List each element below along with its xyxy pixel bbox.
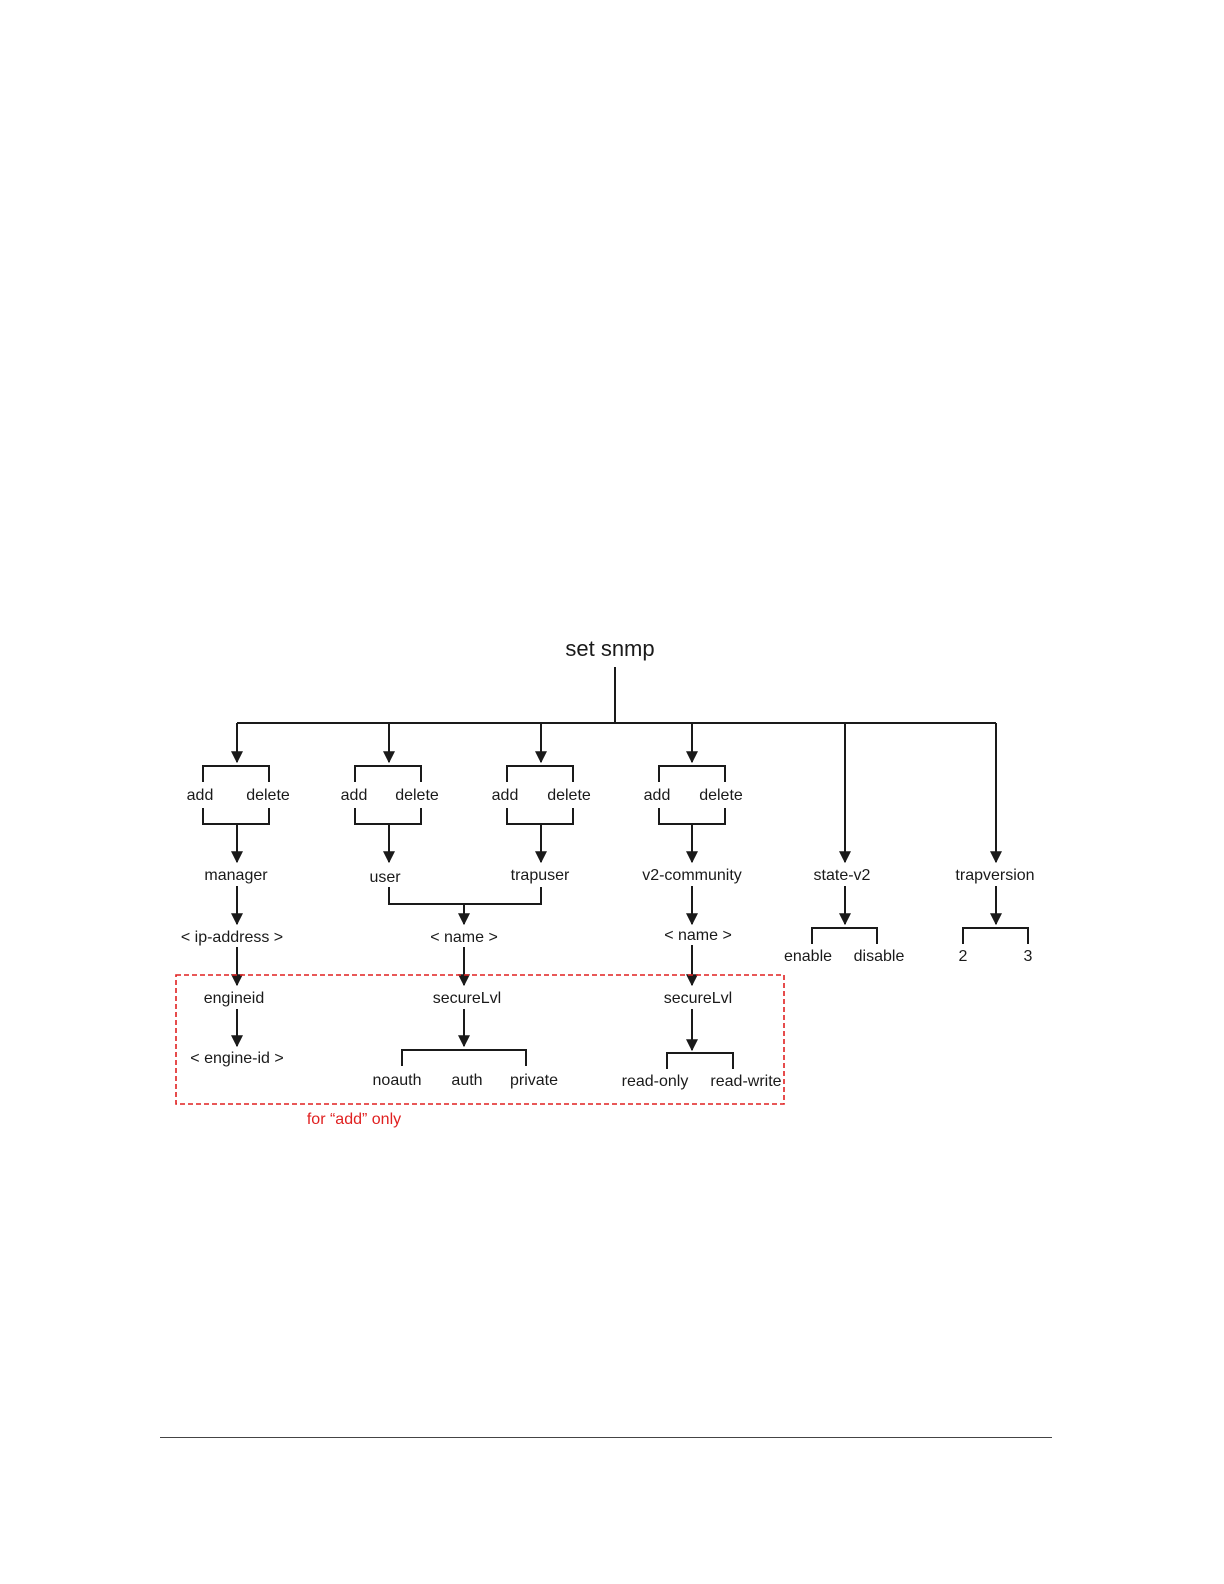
value-disable: disable (854, 948, 905, 965)
values-bracket (812, 928, 877, 944)
branch-user: add delete user (341, 766, 439, 886)
ops-bracket-bottom (507, 808, 573, 824)
ops-bracket-top (355, 766, 421, 782)
value-read-only: read-only (622, 1073, 689, 1090)
op-delete-label: delete (395, 787, 439, 804)
keyword-engineid: engineid (204, 990, 265, 1007)
op-add-label: add (187, 787, 214, 804)
values-bracket (963, 928, 1028, 944)
arg-name: < name > (664, 927, 732, 944)
value-read-write: read-write (710, 1073, 781, 1090)
branch-community: add delete v2-community < name > secureL… (622, 766, 782, 1090)
branch-state: state-v2 enable disable (784, 867, 904, 965)
arg-name: < name > (430, 929, 498, 946)
op-delete-label: delete (699, 787, 743, 804)
value-enable: enable (784, 948, 832, 965)
merge-bracket (389, 887, 541, 904)
op-add-label: add (341, 787, 368, 804)
keyword-securelvl: secureLvl (664, 990, 732, 1007)
branch-trapuser: add delete trapuser (492, 766, 591, 884)
branch-shared-name: < name > secureLvl noauth auth private (373, 887, 559, 1089)
ops-bracket-bottom (659, 808, 725, 824)
keyword-user: user (369, 869, 401, 886)
ops-bracket-top (507, 766, 573, 782)
op-add-label: add (644, 787, 671, 804)
keyword-manager: manager (204, 867, 268, 884)
add-only-note: for “add” only (307, 1111, 401, 1128)
value-auth: auth (451, 1072, 482, 1089)
values-bracket (667, 1053, 733, 1069)
values-bracket (402, 1050, 526, 1066)
keyword-trapuser: trapuser (511, 867, 570, 884)
branch-manager: add delete manager < ip-address > engine… (181, 766, 290, 1067)
keyword-securelvl: secureLvl (433, 990, 501, 1007)
keyword-v2-community: v2-community (642, 867, 742, 884)
arg-engine-id: < engine-id > (190, 1050, 283, 1067)
arg-ip-address: < ip-address > (181, 929, 283, 946)
footer-rule (160, 1437, 1052, 1438)
value-noauth: noauth (373, 1072, 422, 1089)
diagram-title: set snmp (565, 636, 654, 661)
keyword-trapversion: trapversion (955, 867, 1034, 884)
value-3: 3 (1024, 948, 1033, 965)
ops-bracket-bottom (203, 808, 269, 824)
keyword-state-v2: state-v2 (814, 867, 871, 884)
op-add-label: add (492, 787, 519, 804)
op-delete-label: delete (246, 787, 290, 804)
ops-bracket-bottom (355, 808, 421, 824)
ops-bracket-top (203, 766, 269, 782)
value-2: 2 (959, 948, 968, 965)
branch-trapversion: trapversion 2 3 (955, 867, 1034, 965)
op-delete-label: delete (547, 787, 591, 804)
ops-bracket-top (659, 766, 725, 782)
value-private: private (510, 1072, 558, 1089)
